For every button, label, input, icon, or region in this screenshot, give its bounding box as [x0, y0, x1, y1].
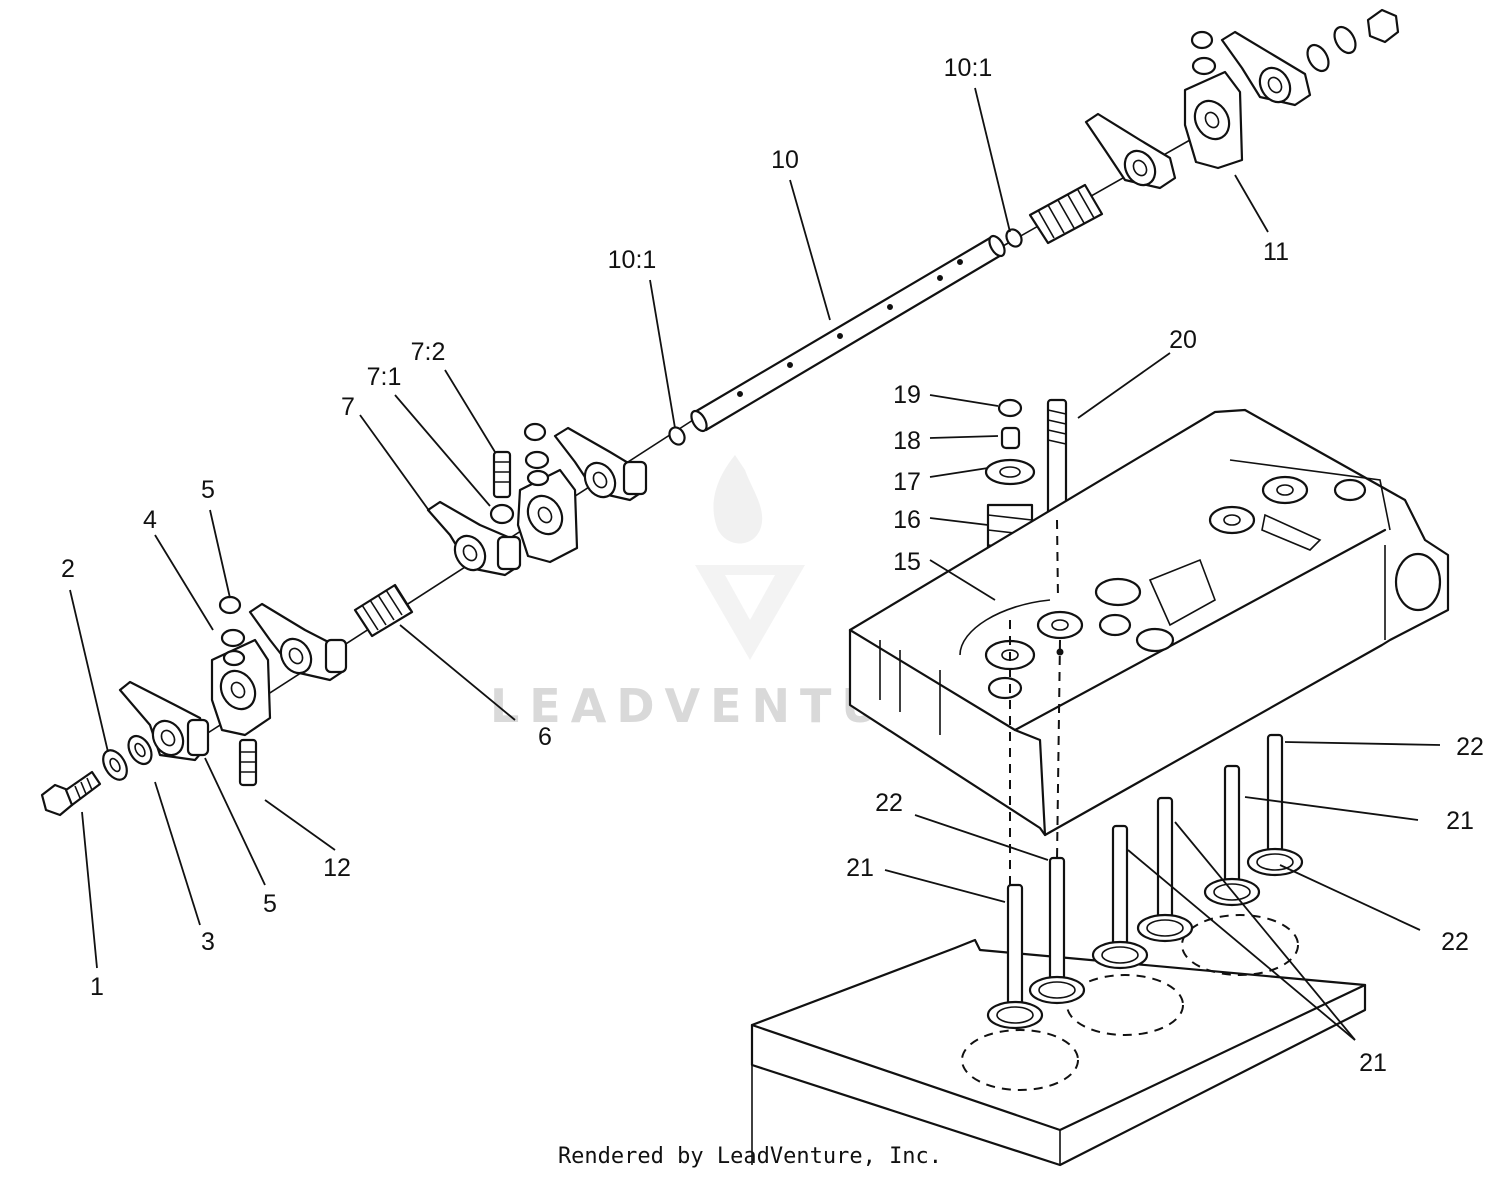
- engine-block: [750, 914, 1367, 1167]
- callout-7: 7: [341, 393, 355, 421]
- callout-1: 1: [90, 973, 104, 1001]
- stud-20: [1046, 398, 1068, 522]
- rocker-support-right-11: [1183, 30, 1244, 170]
- callout-6: 6: [538, 723, 552, 751]
- rocker-arm-1: [118, 680, 210, 762]
- alignment-dash-2: [1056, 639, 1061, 861]
- part-18: [1000, 426, 1021, 450]
- part-19: [997, 398, 1023, 418]
- rocker-support-middle: [516, 422, 579, 564]
- spring-right: [1028, 183, 1104, 245]
- footer-credit: Rendered by LeadVenture, Inc.: [558, 1144, 942, 1169]
- callout-5-bottom: 5: [263, 890, 277, 918]
- callout-3: 3: [201, 928, 215, 956]
- callout-15: 15: [893, 548, 921, 576]
- adjusting-screw-12: [238, 738, 258, 787]
- watermark-logo: [695, 455, 805, 660]
- callout-22-left: 22: [875, 789, 903, 817]
- bolt: [40, 770, 102, 817]
- callout-10-1-right: 10:1: [944, 54, 993, 82]
- valve-1: [986, 883, 1044, 1030]
- leader-lines: [69, 87, 1441, 1041]
- alignment-dash-3: [1056, 519, 1059, 601]
- washer-2: [102, 749, 128, 781]
- callout-20: 20: [1169, 326, 1197, 354]
- valve-3: [1091, 824, 1149, 970]
- callout-21-left: 21: [846, 854, 874, 882]
- callout-16: 16: [893, 506, 921, 534]
- screw-7-2: [492, 450, 512, 499]
- callout-22-bottom-right: 22: [1441, 928, 1469, 956]
- cylinder-head: [848, 408, 1450, 837]
- callout-19: 19: [893, 381, 921, 409]
- callout-labels: 1 2 3 4 5 5 6 7 7:1 7:2 10 10:1 10:1 11 …: [61, 54, 1484, 1077]
- valve-2: [1028, 856, 1086, 1005]
- rocker-arm-4: [1084, 112, 1177, 190]
- callout-12: 12: [323, 854, 351, 882]
- valve-4: [1136, 796, 1194, 943]
- valve-6: [1246, 733, 1304, 877]
- callout-17: 17: [893, 468, 921, 496]
- callout-22-top-right: 22: [1456, 733, 1484, 761]
- callout-2: 2: [61, 555, 75, 583]
- end-washers-right: [1306, 8, 1400, 73]
- callout-21-bottom: 21: [1359, 1049, 1387, 1077]
- rocker-arm-5: [1220, 30, 1312, 107]
- nuts-4-5: [218, 595, 246, 667]
- callout-5-top: 5: [201, 476, 215, 504]
- rocker-arm-3: [553, 426, 648, 502]
- callout-18: 18: [893, 427, 921, 455]
- valve-5: [1203, 764, 1261, 907]
- rocker-arm-7: [426, 500, 522, 577]
- rocker-shaft: [690, 234, 1006, 433]
- callout-10: 10: [771, 146, 799, 174]
- plug-10-1-left: [668, 426, 686, 446]
- part-17: [984, 458, 1036, 486]
- callout-21-right: 21: [1446, 807, 1474, 835]
- callout-7-2: 7:2: [411, 338, 446, 366]
- washer-3: [127, 734, 153, 766]
- callout-7-1: 7:1: [367, 363, 402, 391]
- nut-7-1: [489, 503, 515, 525]
- callout-4: 4: [143, 506, 157, 534]
- callout-10-1-left: 10:1: [608, 246, 657, 274]
- callout-11: 11: [1263, 238, 1289, 266]
- rocker-arm-2: [248, 602, 348, 682]
- plug-10-1-right: [1005, 228, 1023, 248]
- spring-6: [353, 583, 414, 638]
